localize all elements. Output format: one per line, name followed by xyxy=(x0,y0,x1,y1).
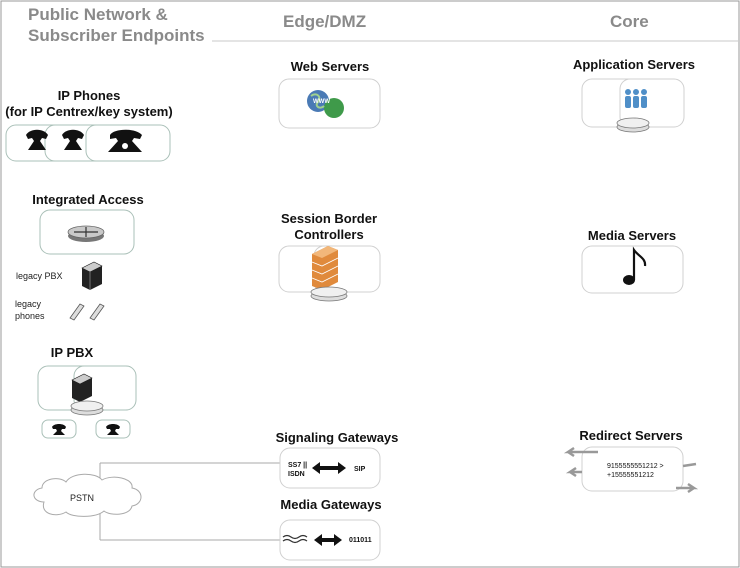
ip-phones-label: IP Phones (for IP Centrex/key system) xyxy=(0,88,178,120)
ip-pbx-label: IP PBX xyxy=(50,345,94,360)
column-header-core: Core xyxy=(610,12,649,31)
legacy-pbx-label: legacy PBX xyxy=(16,271,63,281)
ip-phones-label-line2: (for IP Centrex/key system) xyxy=(5,104,173,119)
sbc-label-line2: Controllers xyxy=(294,227,364,242)
signaling-gateways-label: Signaling Gateways xyxy=(275,430,399,445)
redirect-number-from: 9155555551212 > xyxy=(607,463,664,470)
media-gateways-label: Media Gateways xyxy=(280,497,382,512)
ip-phones-group xyxy=(5,124,171,162)
ss7-label: SS7 || xyxy=(288,462,308,469)
legacy-phones-label-line2: phones xyxy=(15,311,45,321)
column-header-public: Public Network & Subscriber Endpoints xyxy=(28,4,205,46)
column-header-public-line2: Subscriber Endpoints xyxy=(28,26,205,45)
column-header-public-line1: Public Network & xyxy=(28,5,168,24)
bidirectional-arrow-icon xyxy=(312,462,346,474)
redirect-servers-box xyxy=(581,446,684,492)
legacy-pbx-icon xyxy=(81,261,103,290)
waveform-icon xyxy=(282,534,308,544)
sip-label: SIP xyxy=(354,466,366,473)
people-icon xyxy=(616,89,650,133)
web-servers-label: Web Servers xyxy=(290,59,370,74)
globe-icon xyxy=(307,90,344,118)
pstn-cloud xyxy=(33,473,142,517)
ip-phones-label-line1: IP Phones xyxy=(57,88,121,103)
ip-pbx-phone-icon xyxy=(52,424,120,435)
firewall-icon xyxy=(310,246,348,302)
isdn-label: ISDN xyxy=(288,471,305,478)
media-servers-box xyxy=(581,245,684,294)
ip-phone-icon xyxy=(26,129,142,152)
binary-label: 011011 xyxy=(349,537,372,544)
www-label: WWW xyxy=(313,99,330,105)
ip-pbx-server-icon xyxy=(70,373,104,416)
sbc-label-line1: Session Border xyxy=(280,211,378,226)
redirect-number-to: +15555551212 xyxy=(607,472,654,479)
redirect-arrows-icon xyxy=(563,446,699,494)
legacy-phones-label-line1: legacy xyxy=(15,299,42,309)
sbc-label: Session Border Controllers xyxy=(264,211,394,243)
integrated-access-label: Integrated Access xyxy=(32,192,144,207)
pstn-label: PSTN xyxy=(70,493,95,503)
legacy-phones-label: legacy phones xyxy=(15,298,45,322)
application-servers-label: Application Servers xyxy=(572,57,696,72)
legacy-phones-icon xyxy=(69,303,105,321)
bidirectional-arrow-icon-media xyxy=(314,534,342,546)
router-icon xyxy=(67,225,105,242)
redirect-servers-label: Redirect Servers xyxy=(579,428,683,443)
column-header-edge: Edge/DMZ xyxy=(283,12,367,31)
pstn-links xyxy=(99,462,280,541)
music-note-icon xyxy=(623,246,647,285)
media-servers-label: Media Servers xyxy=(587,228,677,243)
